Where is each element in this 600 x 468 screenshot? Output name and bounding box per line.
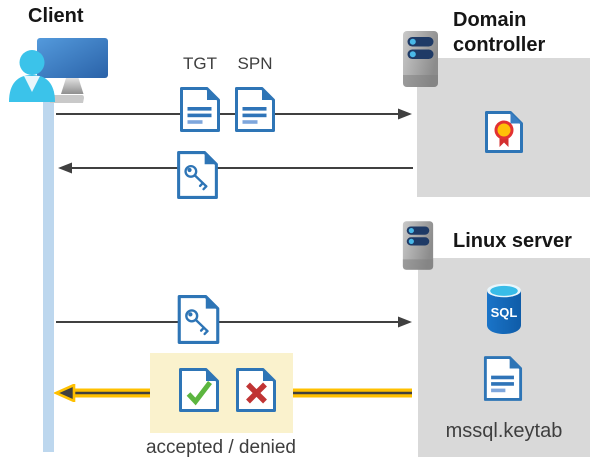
client-workstation-icon <box>9 38 108 103</box>
linux-server-title: Linux server <box>453 230 572 252</box>
ticket-key-document-icon <box>177 295 220 344</box>
person-icon <box>9 50 55 102</box>
denied-document-icon <box>236 368 276 412</box>
key-icon <box>185 309 209 336</box>
client-lifeline <box>43 91 54 452</box>
tgt-label: TGT <box>183 54 217 73</box>
tgt-document-icon <box>180 87 220 132</box>
rosette-icon <box>494 120 514 147</box>
ticket-key-document-icon <box>177 151 218 199</box>
spn-label: SPN <box>237 54 273 73</box>
linux-server-icon <box>402 221 434 270</box>
check-icon <box>186 380 212 406</box>
client-title: Client <box>28 5 84 27</box>
keytab-document-icon <box>483 356 523 401</box>
domain-controller-server-icon <box>403 31 438 87</box>
arrow-client-to-domain-controller <box>56 108 412 120</box>
certificate-document-icon <box>485 111 523 153</box>
result-label: accepted / denied <box>145 437 296 458</box>
keytab-label: mssql.keytab <box>445 420 563 442</box>
sql-database-icon: SQL <box>487 283 521 334</box>
domain-controller-title: Domain controller <box>453 9 546 56</box>
key-icon <box>184 164 208 191</box>
cross-icon <box>246 382 267 404</box>
arrow-client-to-linux-server <box>56 316 412 328</box>
sql-badge-text: SQL <box>491 305 518 320</box>
spn-document-icon <box>235 87 275 132</box>
accepted-document-icon <box>179 368 219 412</box>
arrow-domain-controller-to-client <box>58 162 413 174</box>
